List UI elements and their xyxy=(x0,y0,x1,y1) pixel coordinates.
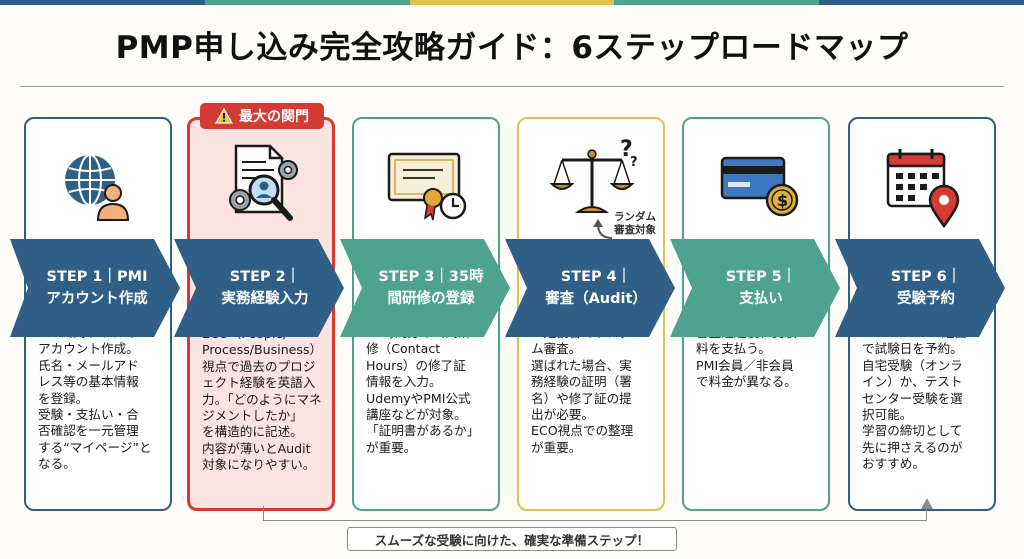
step-3-label: STEP 3｜35時 間研修の登録 xyxy=(358,239,504,337)
title-divider xyxy=(20,86,1004,87)
step-4-label: STEP 4｜ 審査（Audit） xyxy=(523,239,669,337)
globe-user-icon xyxy=(65,154,130,221)
top-bar-segment-4 xyxy=(614,0,820,5)
step-3-subtitle: 間研修の登録 xyxy=(387,291,475,307)
step-6-description: Pearson VUE経由 で試験日を予約。 自宅受験（オンラ イン）か、テスト… xyxy=(862,325,967,472)
random-audit-label: ランダム 審査対象 xyxy=(614,211,656,236)
svg-text:?: ? xyxy=(620,137,633,162)
top-bar-segment-3 xyxy=(409,0,615,5)
svg-text:$: $ xyxy=(777,191,788,210)
step-6-title: STEP 6｜ xyxy=(890,269,962,285)
document-search-gear-icon xyxy=(229,144,298,221)
up-arrow-icon xyxy=(921,498,933,509)
biggest-hurdle-label: 最大の関門 xyxy=(239,109,309,125)
step-5-title: STEP 5｜ xyxy=(725,269,797,285)
biggest-hurdle-badge: 最大の関門 xyxy=(200,103,324,129)
certificate-clock-icon xyxy=(387,152,467,221)
step-4-subtitle: 審査（Audit） xyxy=(545,291,647,307)
step-3-description: 35時間分の公式研 修（Contact Hours）の修了証 情報を入力。 Ud… xyxy=(366,325,480,455)
bottom-bracket-line xyxy=(263,506,927,521)
step-6-label: STEP 6｜ 受験予約 xyxy=(853,239,999,337)
top-bar-segment-2 xyxy=(204,0,410,5)
footer-message: スムーズな受験に向けた、確実な準備ステップ！ xyxy=(347,527,677,551)
step-6-band xyxy=(835,239,1005,337)
step-4-band xyxy=(505,239,675,337)
step-1-band xyxy=(10,239,180,337)
step-2-label: STEP 2｜ 実務経験入力 xyxy=(192,239,338,337)
curved-arrow-icon xyxy=(593,219,613,239)
step-1-title: STEP 1｜PMI xyxy=(46,269,148,285)
step-4-description: 一定割合でランダ ム審査。 選ばれた場合、実 務経験の証明（署 名）や修了証の提… xyxy=(531,325,634,455)
step-5-subtitle: 支払い xyxy=(739,291,783,307)
step-4-title: STEP 4｜ xyxy=(560,269,632,285)
step-5-band xyxy=(670,239,840,337)
svg-text:?: ? xyxy=(630,155,638,170)
step-6-subtitle: 受験予約 xyxy=(897,291,955,307)
step-2-band xyxy=(174,239,344,337)
step-3-title: STEP 3｜35時 xyxy=(378,269,484,285)
step-2-description: ECO（People/ Process/Business） 視点で過去のプロジ … xyxy=(202,326,323,473)
credit-card-coin-icon: $ xyxy=(720,156,799,217)
top-bar-segment-1 xyxy=(0,0,205,5)
top-color-bar xyxy=(0,0,1024,5)
step-1-description: PMI公式サイトで アカウント作成。 氏名・メールアド レス等の基本情報 を登録… xyxy=(38,325,152,472)
scale-question-icon: ? ? xyxy=(549,137,638,213)
warning-icon xyxy=(215,108,233,124)
step-1-subtitle: アカウント作成 xyxy=(46,291,148,307)
step-2-subtitle: 実務経験入力 xyxy=(221,291,309,307)
step-1-label: STEP 1｜PMI アカウント作成 xyxy=(24,239,170,337)
calendar-pin-icon xyxy=(886,149,960,228)
step-3-band xyxy=(340,239,510,337)
page-title: PMP申し込み完全攻略ガイド：6ステップロードマップ xyxy=(115,30,909,66)
step-2-title: STEP 2｜ xyxy=(229,269,301,285)
step-5-label: STEP 5｜ 支払い xyxy=(688,239,834,337)
top-bar-segment-5 xyxy=(819,0,1024,5)
